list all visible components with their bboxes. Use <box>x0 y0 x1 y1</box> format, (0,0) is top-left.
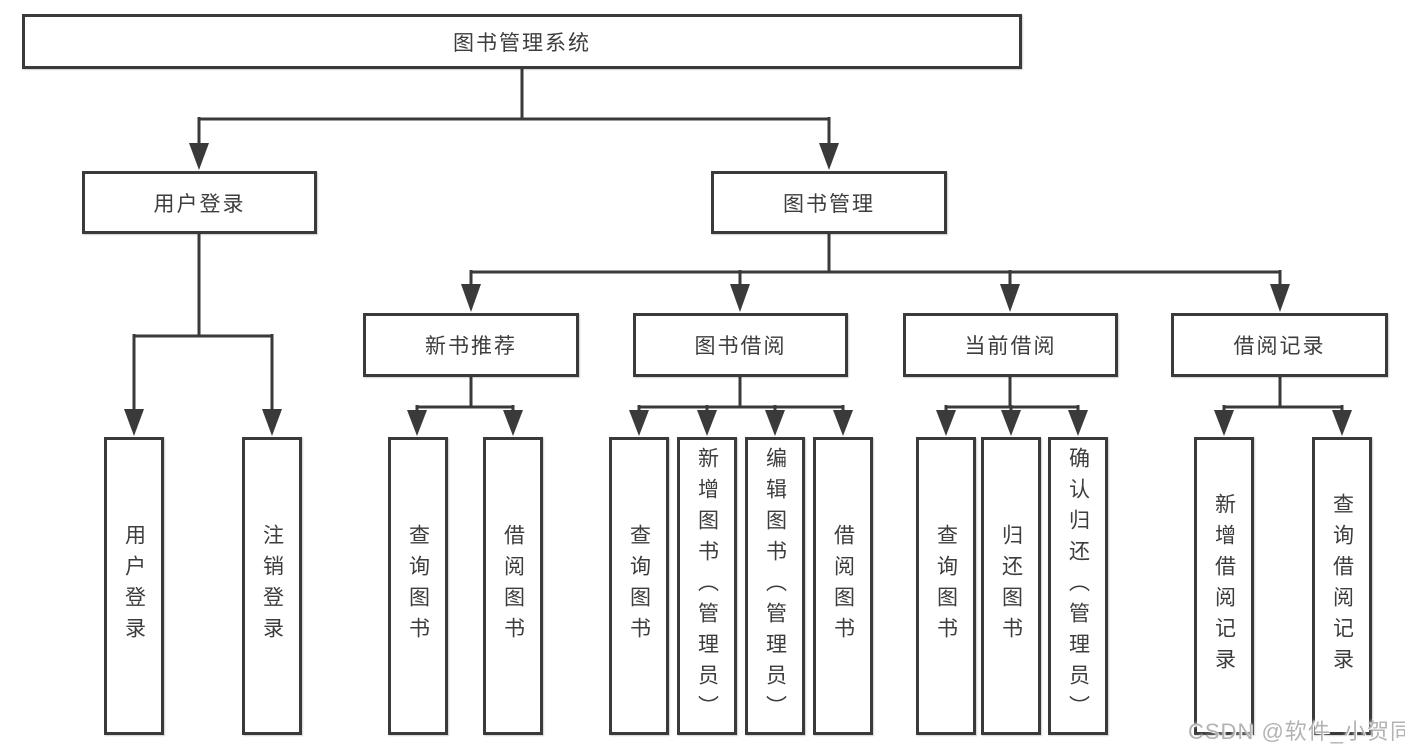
node-book-management: 图书管理 <box>711 171 947 234</box>
node-new-book-recommend: 新书推荐 <box>363 313 579 377</box>
arrow-down-icon <box>765 410 785 436</box>
connector-login-to-leaves <box>132 234 274 414</box>
connector-mgmt-to-level3 <box>469 234 1282 288</box>
leaf-label: 借阅图书 <box>501 524 525 648</box>
leaf-query-books: 查询图书 <box>388 437 448 735</box>
leaf-label: 新增图书（管理员） <box>695 446 719 726</box>
arrow-down-icon <box>461 284 481 312</box>
leaf-logout: 注销登录 <box>242 437 302 735</box>
leaf-label: 编辑图书（管理员） <box>763 446 787 726</box>
leaf-query-books: 查询图书 <box>916 437 976 735</box>
leaf-add-borrow-record: 新增借阅记录 <box>1194 437 1254 735</box>
arrow-down-icon <box>407 410 427 436</box>
node-label: 图书管理 <box>783 192 875 216</box>
leaf-return-books: 归还图书 <box>981 437 1041 735</box>
leaf-label: 查询图书 <box>406 524 430 648</box>
leaf-label: 新增借阅记录 <box>1212 493 1236 679</box>
arrow-down-icon <box>697 410 717 436</box>
node-book-borrow: 图书借阅 <box>633 313 848 377</box>
leaf-label: 查询图书 <box>934 524 958 648</box>
node-label: 借阅记录 <box>1233 335 1326 358</box>
node-label: 用户登录 <box>153 192 246 216</box>
node-label: 当前借阅 <box>964 335 1057 358</box>
node-label: 新书推荐 <box>425 335 517 358</box>
leaf-label: 确认归还（管理员） <box>1066 446 1090 726</box>
node-label: 图书管理系统 <box>453 31 591 55</box>
arrow-down-icon <box>936 410 956 436</box>
arrow-down-icon <box>629 410 649 436</box>
arrow-down-icon <box>730 284 750 312</box>
arrow-down-icon <box>503 410 523 436</box>
connector-newbook-to-leaves <box>415 377 515 414</box>
leaf-edit-books-admin: 编辑图书（管理员） <box>745 437 805 735</box>
arrow-down-icon <box>819 143 839 170</box>
leaf-query-borrow-record: 查询借阅记录 <box>1312 437 1372 735</box>
leaf-user-login: 用户登录 <box>104 437 164 735</box>
node-borrow-records: 借阅记录 <box>1171 313 1388 377</box>
arrow-down-icon <box>833 410 853 436</box>
arrow-down-icon <box>124 409 144 436</box>
node-label: 图书借阅 <box>694 335 787 358</box>
node-user-login: 用户登录 <box>82 171 317 234</box>
leaf-add-books-admin: 新增图书（管理员） <box>677 437 737 735</box>
connector-root-to-level2 <box>197 69 831 148</box>
csdn-watermark: CSDN @软件_小贺同学 <box>1188 719 1405 744</box>
connector-borrow-to-leaves <box>637 377 845 414</box>
node-library-system: 图书管理系统 <box>22 14 1022 69</box>
arrow-down-icon <box>1000 284 1020 312</box>
arrow-down-icon <box>1214 410 1234 436</box>
leaf-label: 归还图书 <box>999 524 1023 648</box>
leaf-query-books: 查询图书 <box>609 437 669 735</box>
connector-current-to-leaves <box>944 377 1080 414</box>
leaf-label: 用户登录 <box>122 524 146 648</box>
arrow-down-icon <box>1068 410 1088 436</box>
arrow-down-icon <box>1270 284 1290 312</box>
leaf-label: 查询图书 <box>627 524 651 648</box>
arrow-down-icon <box>189 143 209 170</box>
arrow-down-icon <box>262 409 282 436</box>
node-current-borrow: 当前借阅 <box>903 313 1118 377</box>
leaf-label: 查询借阅记录 <box>1330 493 1354 679</box>
leaf-label: 借阅图书 <box>831 524 855 648</box>
leaf-confirm-return-admin: 确认归还（管理员） <box>1048 437 1108 735</box>
leaf-borrow-books: 借阅图书 <box>813 437 873 735</box>
leaf-label: 注销登录 <box>260 524 284 648</box>
arrow-down-icon <box>1001 410 1021 436</box>
leaf-borrow-books: 借阅图书 <box>483 437 543 735</box>
connector-records-to-leaves <box>1222 377 1344 414</box>
arrow-down-icon <box>1332 410 1352 436</box>
